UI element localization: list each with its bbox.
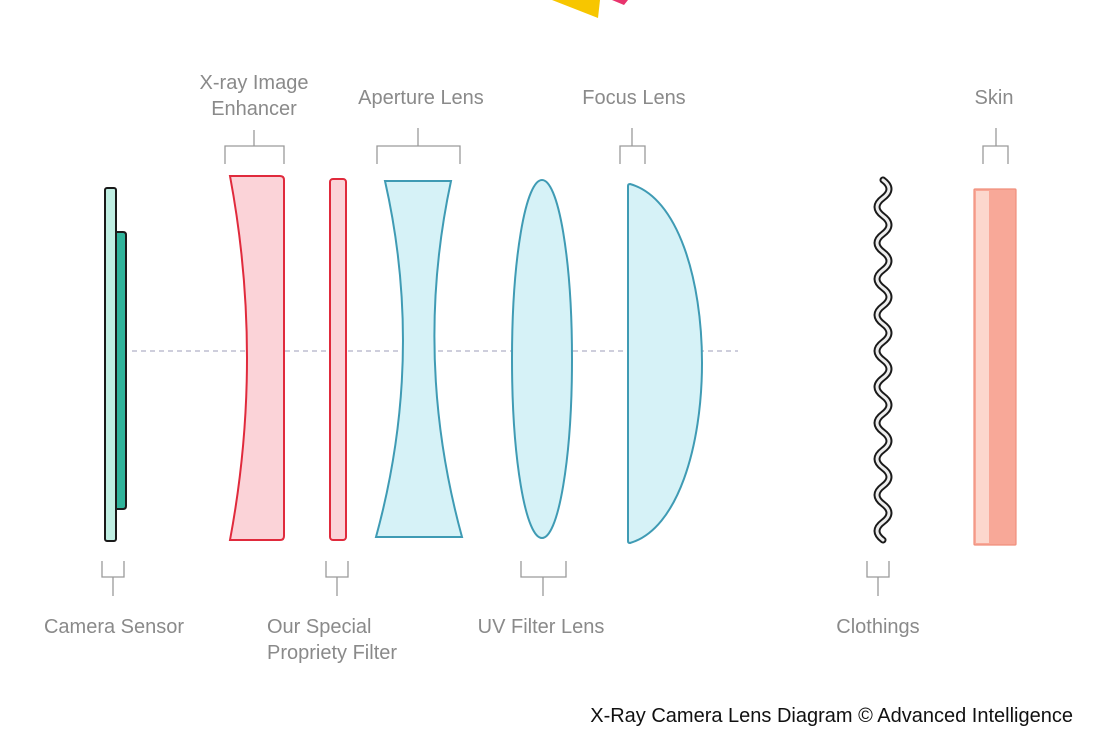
- label-uv-filter: UV Filter Lens: [478, 616, 605, 638]
- burst-decoration-icon: [552, 0, 628, 18]
- special-propriety-filter: [329, 178, 347, 541]
- focus-lens: [627, 182, 703, 545]
- label-focus: Focus Lens: [582, 87, 685, 109]
- label-special-filter-line2: Propriety Filter: [267, 642, 397, 664]
- bracket-uv-filter: [520, 561, 567, 596]
- label-xray-enhancer-line1: X-ray Image: [200, 72, 309, 94]
- bracket-clothings: [866, 561, 890, 596]
- uv-filter-lens: [511, 179, 573, 539]
- clothings-wave: [873, 176, 893, 544]
- bracket-camera-sensor: [101, 561, 125, 596]
- skin-layer: [973, 188, 1017, 546]
- label-special-filter-line1: Our Special: [267, 616, 372, 638]
- bracket-focus: [619, 128, 646, 164]
- label-aperture: Aperture Lens: [358, 87, 484, 109]
- xray-image-enhancer-lens: [228, 175, 285, 541]
- bracket-xray-enhancer: [224, 130, 285, 164]
- label-clothings: Clothings: [836, 616, 919, 638]
- bracket-special-filter: [325, 561, 349, 596]
- bracket-aperture: [376, 128, 461, 164]
- diagram-caption: X-Ray Camera Lens Diagram © Advanced Int…: [590, 705, 1073, 727]
- camera-sensor: [104, 187, 127, 542]
- label-xray-enhancer-line2: Enhancer: [211, 98, 297, 120]
- label-skin: Skin: [975, 87, 1014, 109]
- label-camera-sensor: Camera Sensor: [44, 616, 184, 638]
- aperture-lens: [374, 180, 464, 538]
- bracket-skin: [982, 128, 1009, 164]
